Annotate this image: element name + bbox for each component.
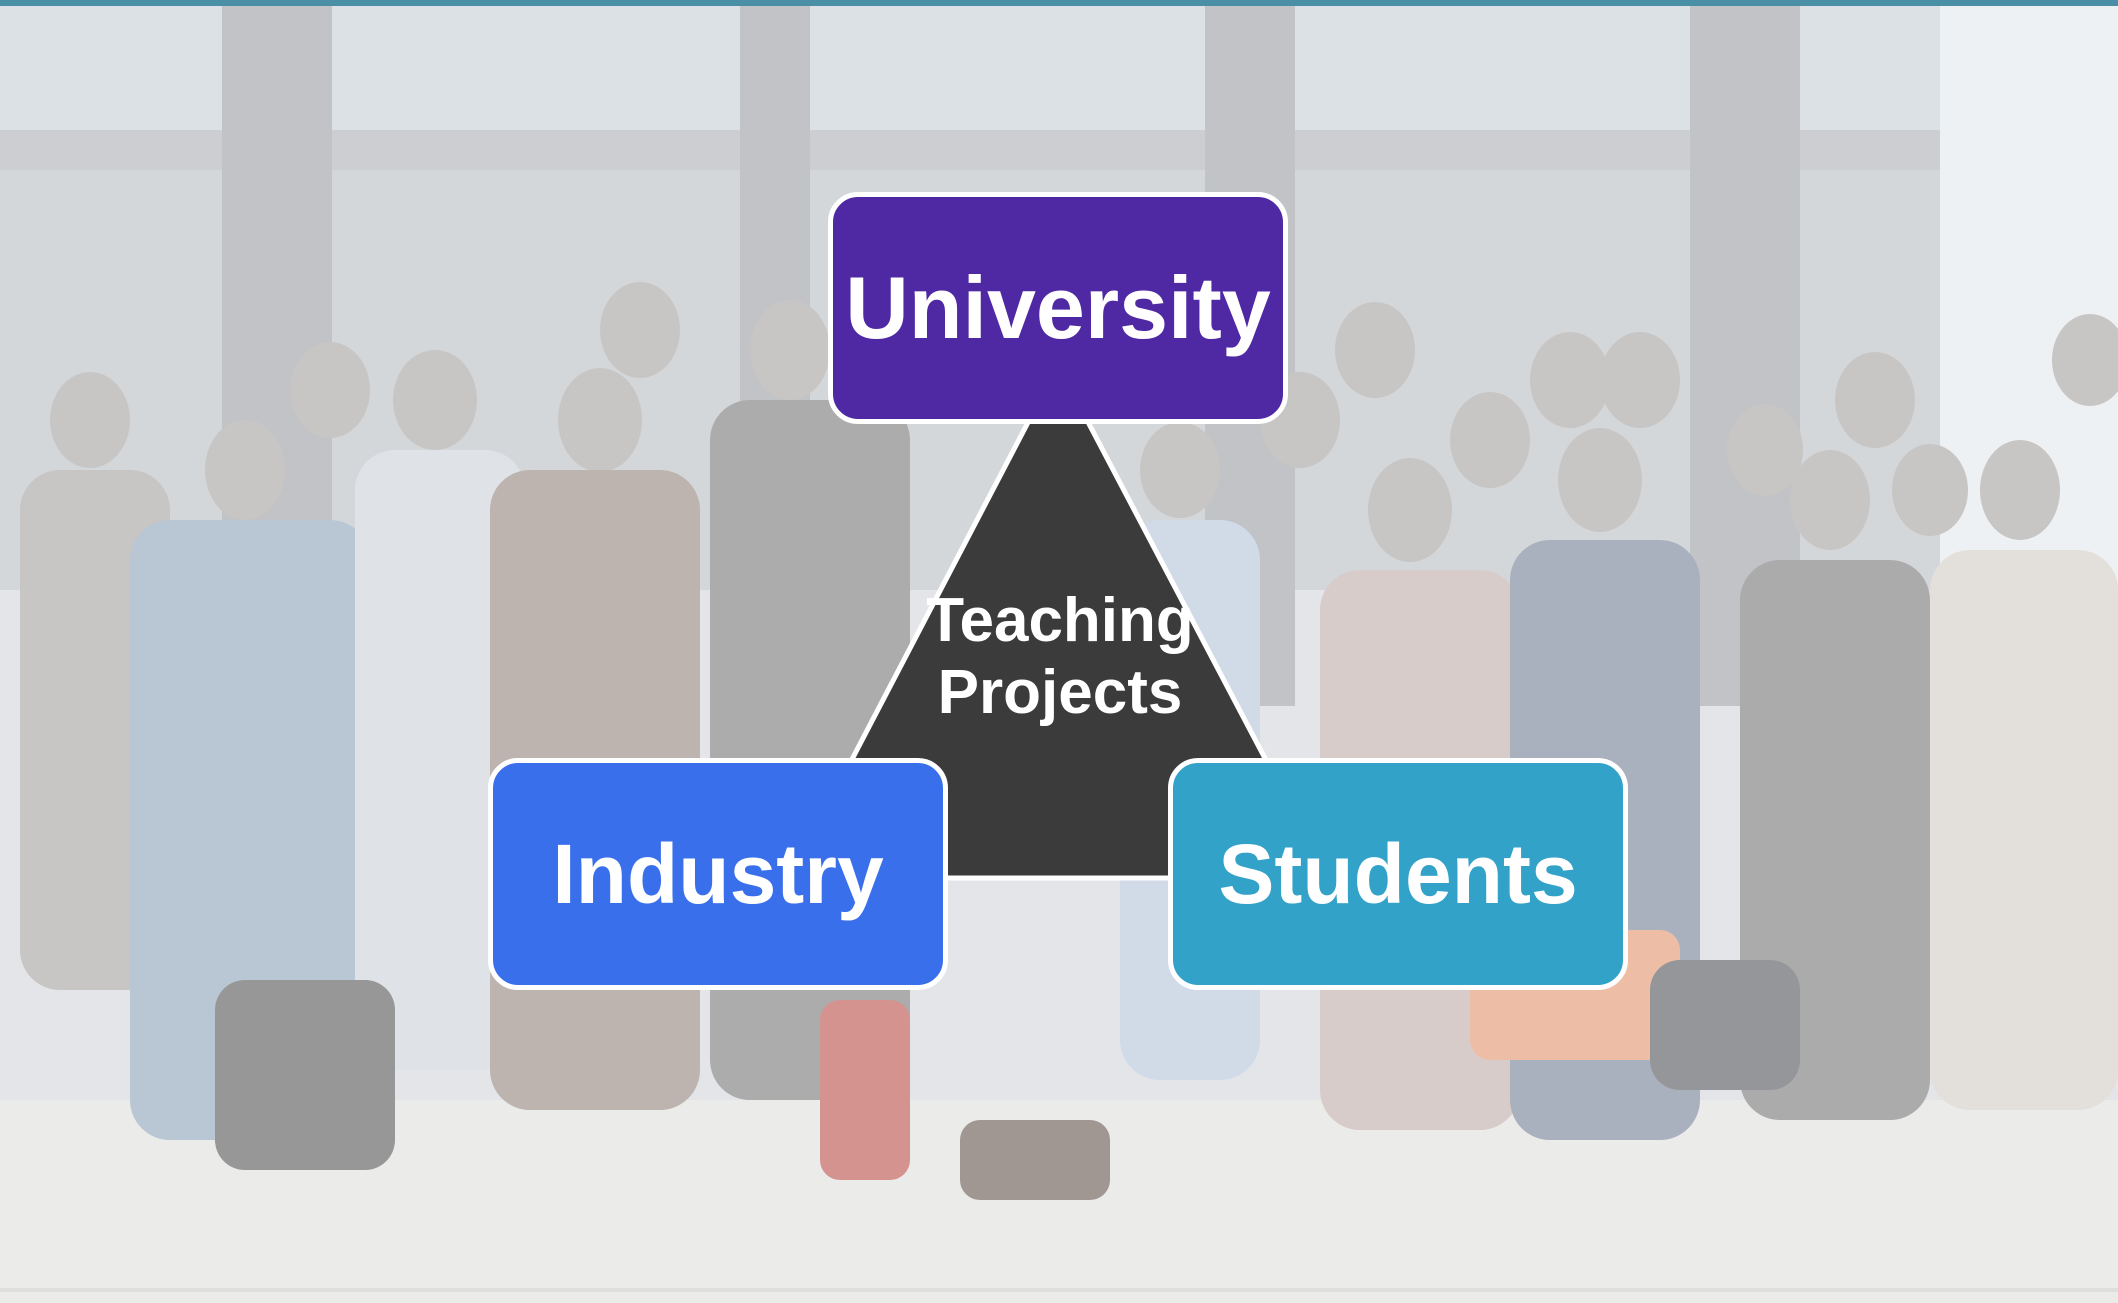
node-university-label: University bbox=[845, 258, 1271, 357]
node-university: University bbox=[828, 192, 1288, 424]
node-students: Students bbox=[1168, 758, 1628, 990]
node-industry-label: Industry bbox=[552, 826, 884, 921]
center-label: Teaching Projects bbox=[860, 585, 1260, 729]
top-accent-bar bbox=[0, 0, 2118, 6]
node-industry: Industry bbox=[488, 758, 948, 990]
center-triangle bbox=[785, 359, 1333, 881]
node-students-label: Students bbox=[1218, 826, 1578, 921]
center-label-line-1: Teaching bbox=[926, 586, 1194, 655]
center-label-line-2: Projects bbox=[937, 658, 1183, 727]
